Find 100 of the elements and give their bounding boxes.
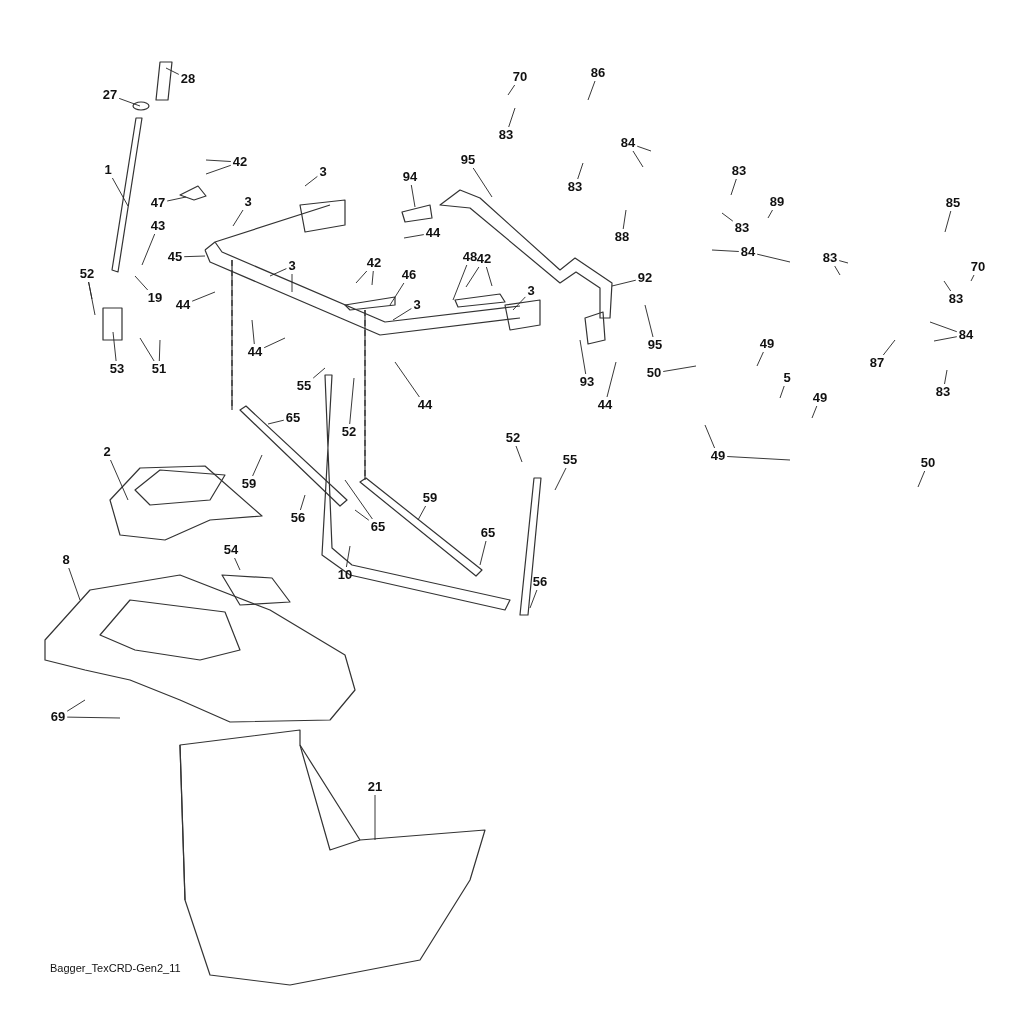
callout-number: 69 xyxy=(49,710,67,724)
leader-line xyxy=(472,167,493,198)
leader-line xyxy=(554,467,567,491)
leader-line xyxy=(251,319,255,345)
leader-line xyxy=(834,265,841,276)
callout-number: 85 xyxy=(944,196,962,210)
leader-line xyxy=(134,275,149,291)
leader-line xyxy=(606,361,617,398)
callout-number: 83 xyxy=(733,221,751,235)
callout-number: 51 xyxy=(150,362,168,376)
leader-line xyxy=(312,367,326,379)
leader-line xyxy=(485,266,493,287)
leader-line xyxy=(166,196,187,202)
leader-line xyxy=(299,494,306,511)
callout-number: 95 xyxy=(646,338,664,352)
callout-number: 50 xyxy=(919,456,937,470)
callout-number: 52 xyxy=(340,425,358,439)
leader-line xyxy=(141,233,156,266)
callout-number: 49 xyxy=(709,449,727,463)
callout-number: 65 xyxy=(479,526,497,540)
callout-number: 83 xyxy=(821,251,839,265)
leader-line xyxy=(587,80,596,101)
callout-number: 44 xyxy=(424,226,442,240)
callout-number: 44 xyxy=(596,398,614,412)
leader-line xyxy=(304,175,318,187)
leader-line xyxy=(579,339,587,375)
leader-line xyxy=(165,67,180,75)
leader-line xyxy=(452,264,468,301)
leader-line xyxy=(711,249,740,252)
leader-line xyxy=(882,339,896,356)
leader-line xyxy=(756,351,764,367)
leader-line xyxy=(465,266,480,288)
callout-number: 3 xyxy=(287,259,297,273)
leader-line xyxy=(529,589,538,609)
callout-number: 43 xyxy=(149,219,167,233)
callout-number: 83 xyxy=(497,128,515,142)
callout-number: 70 xyxy=(969,260,987,274)
leader-line xyxy=(512,296,526,311)
callout-number: 42 xyxy=(231,155,249,169)
callout-number: 1 xyxy=(103,163,113,177)
callout-number: 8 xyxy=(61,553,71,567)
leader-line xyxy=(611,279,637,287)
callout-number: 46 xyxy=(400,268,418,282)
leader-line xyxy=(479,540,487,566)
callout-number: 49 xyxy=(811,391,829,405)
leader-line xyxy=(944,210,952,233)
leader-line xyxy=(917,470,926,488)
leader-line xyxy=(371,270,374,286)
callout-number: 95 xyxy=(459,153,477,167)
leader-line xyxy=(191,291,216,302)
leader-line xyxy=(389,282,405,306)
leader-line xyxy=(112,331,117,362)
leader-line xyxy=(354,509,370,521)
callout-number: 3 xyxy=(243,195,253,209)
callout-number: 44 xyxy=(246,345,264,359)
leader-line xyxy=(291,273,293,293)
leader-line xyxy=(118,97,141,107)
callout-number: 56 xyxy=(289,511,307,525)
leader-line xyxy=(929,321,958,333)
leader-line xyxy=(158,339,161,362)
callout-number: 84 xyxy=(739,245,757,259)
callout-number: 55 xyxy=(561,453,579,467)
leader-line xyxy=(508,107,516,128)
callout-number: 59 xyxy=(421,491,439,505)
callout-number: 54 xyxy=(222,543,240,557)
leader-line xyxy=(756,253,791,263)
leader-line xyxy=(66,699,86,712)
leader-line xyxy=(183,255,206,258)
leader-line xyxy=(66,716,121,719)
callout-number: 28 xyxy=(179,72,197,86)
leader-line xyxy=(234,557,241,571)
callout-number: 3 xyxy=(318,165,328,179)
leader-line xyxy=(811,405,818,419)
leader-line xyxy=(721,212,734,222)
leader-line xyxy=(943,280,952,292)
callout-number: 45 xyxy=(166,250,184,264)
callout-number: 44 xyxy=(174,298,192,312)
callout-number: 56 xyxy=(531,575,549,589)
leader-line xyxy=(838,260,849,264)
callout-number: 70 xyxy=(511,70,529,84)
leader-line xyxy=(232,209,244,227)
callout-number: 89 xyxy=(768,195,786,209)
callout-number: 92 xyxy=(636,271,654,285)
callout-number: 65 xyxy=(284,411,302,425)
callout-number: 10 xyxy=(336,568,354,582)
leader-line xyxy=(252,454,263,477)
leader-line xyxy=(267,419,285,425)
leader-line xyxy=(68,567,81,601)
leader-line xyxy=(515,445,523,463)
leader-line xyxy=(205,164,232,175)
leader-line xyxy=(110,459,129,501)
callout-number: 94 xyxy=(401,170,419,184)
callout-number: 55 xyxy=(295,379,313,393)
callout-number: 93 xyxy=(578,375,596,389)
leader-line xyxy=(392,308,412,321)
leader-line xyxy=(730,178,737,196)
callout-number: 49 xyxy=(758,337,776,351)
leader-line xyxy=(767,209,773,219)
leader-line xyxy=(111,177,129,207)
leader-line xyxy=(704,424,716,449)
